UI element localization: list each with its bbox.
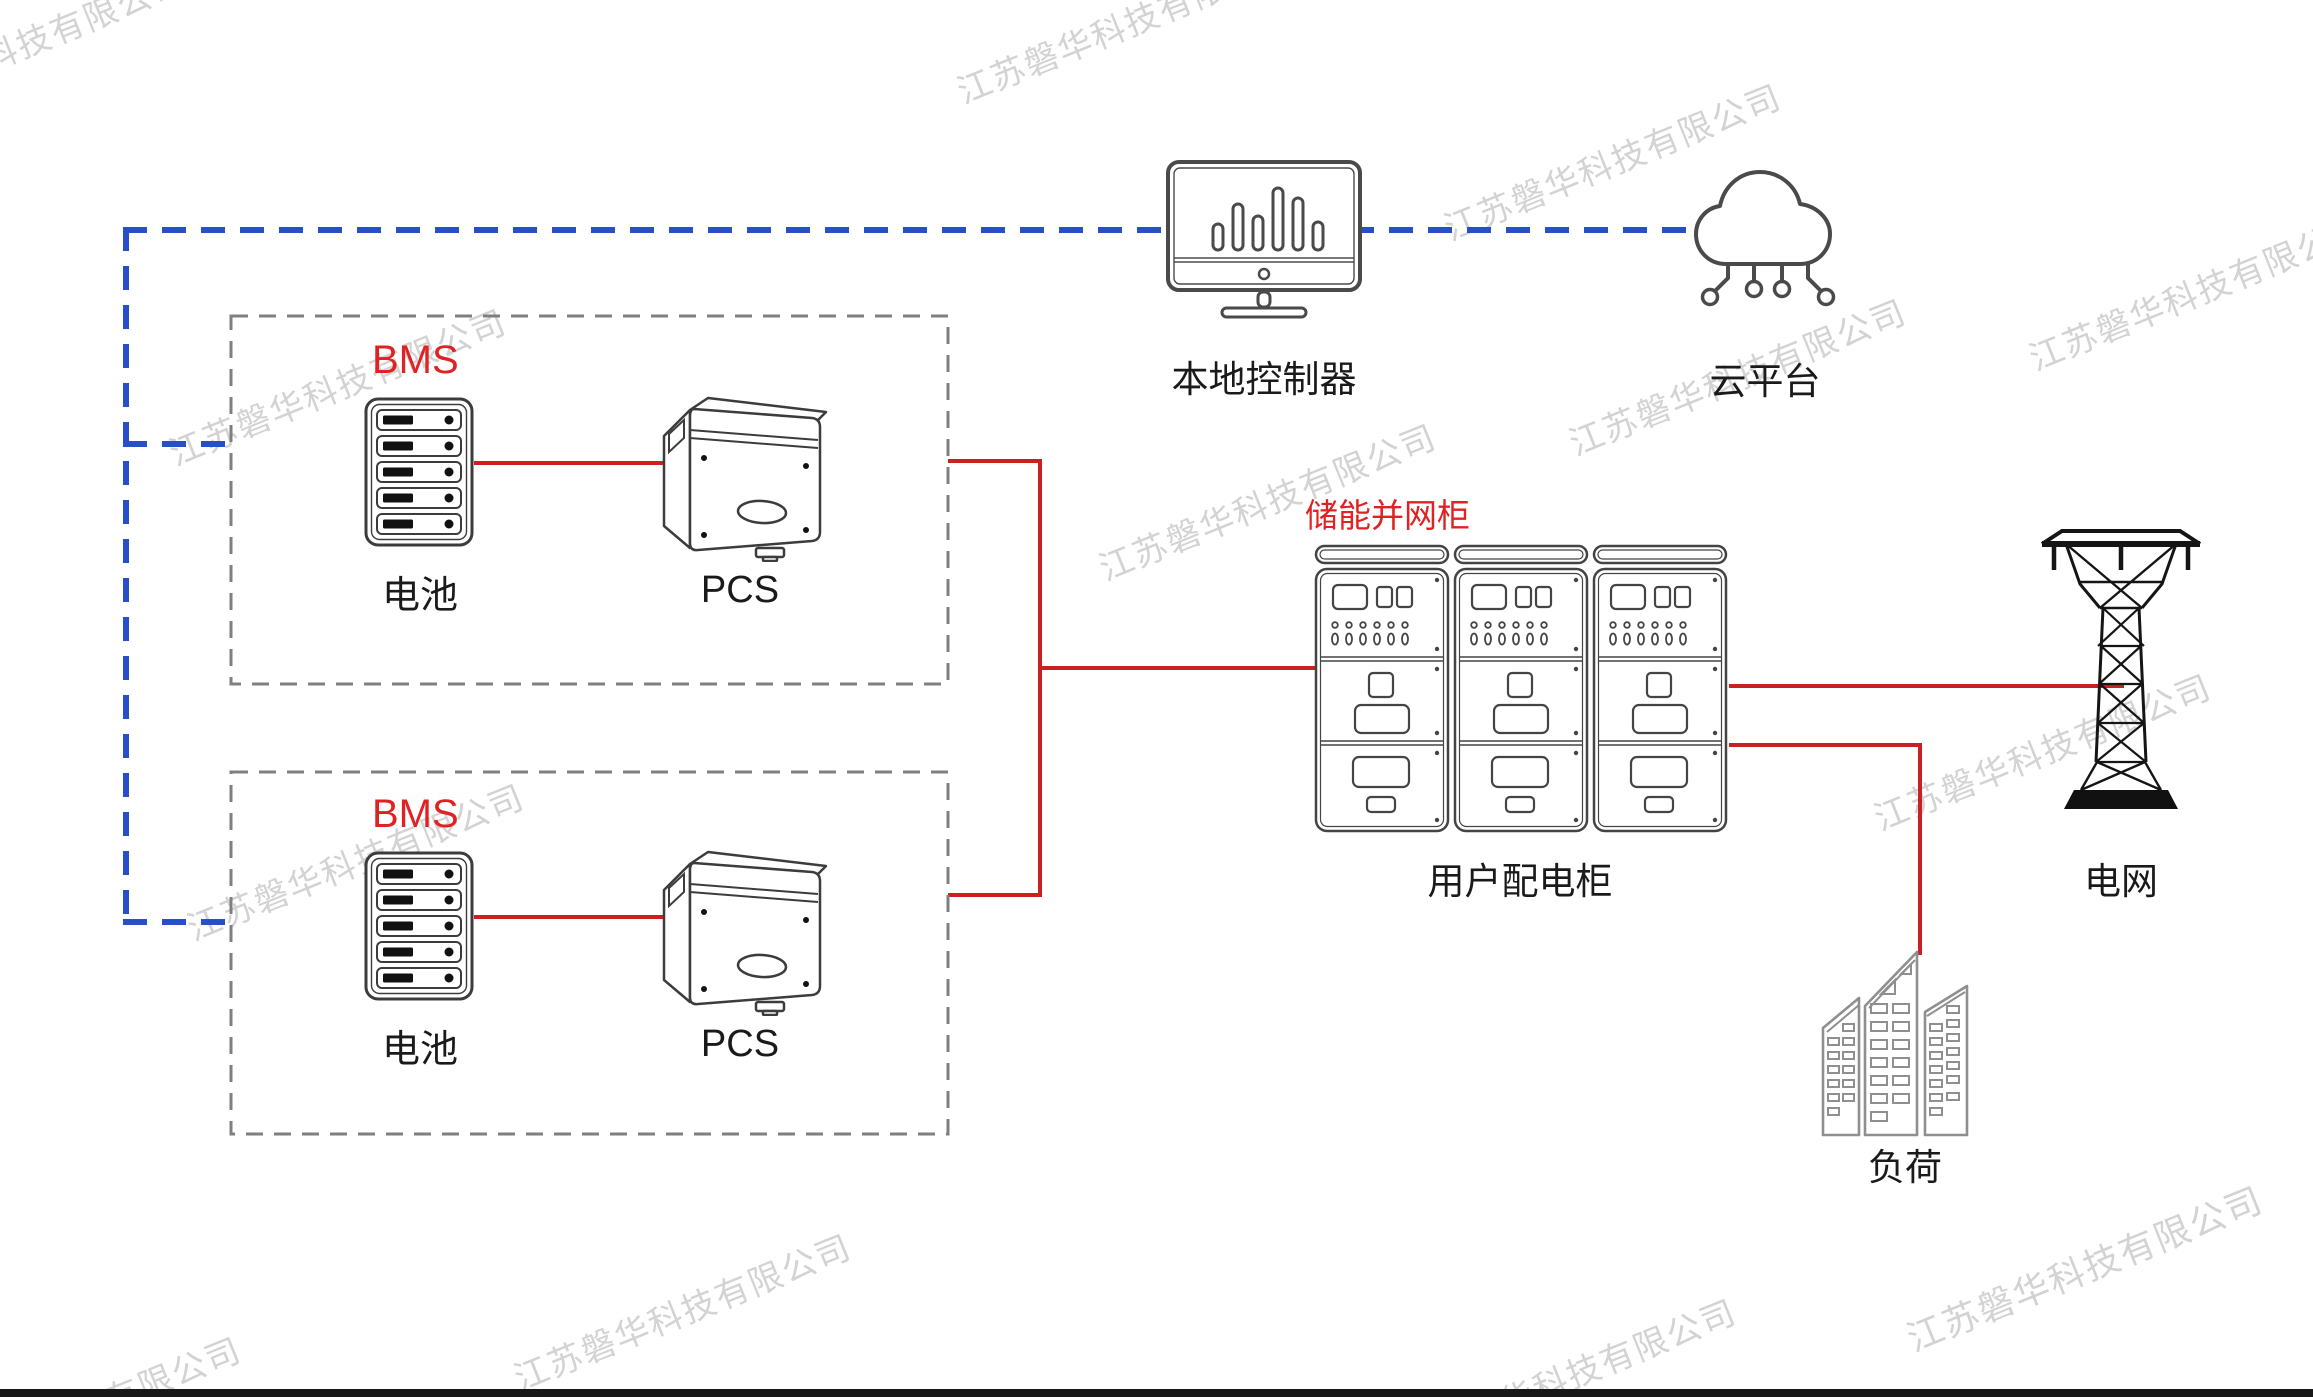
- bms-label-unit1: BMS: [372, 338, 459, 382]
- power-line-to-cabinet: [1038, 666, 1315, 670]
- comm-line-vertical: [123, 227, 129, 927]
- power-line-unit1-out: [948, 459, 1042, 463]
- pcs-label-unit1: PCS: [700, 569, 780, 611]
- watermark: 江苏磐华科技有限公司: [2024, 208, 2313, 379]
- cloud-platform-label: 云平台: [1709, 361, 1821, 402]
- storage-grid-cabinet-label: 储能并网柜: [1305, 497, 1470, 534]
- power-line-battery2-pcs2: [474, 915, 666, 919]
- battery-label-unit1: 电池: [381, 575, 458, 617]
- watermark: 江苏磐华科技有限公司: [1394, 1293, 1743, 1397]
- grid-label: 电网: [2084, 861, 2158, 902]
- watermark: 江苏磐华科技有限公司: [0, 1323, 248, 1397]
- pcs-inverter-icon: [650, 826, 830, 1016]
- battery-label-unit2: 电池: [381, 1029, 458, 1071]
- battery-unit2-box: [229, 770, 950, 1136]
- comm-line-controller-cloud: [1350, 227, 1700, 233]
- bms-label-unit2: BMS: [372, 792, 459, 836]
- power-line-unit2-out: [948, 893, 1042, 897]
- power-line-battery1-pcs1: [474, 461, 666, 465]
- cloud-platform-icon: [1688, 156, 1838, 318]
- battery-rack-icon: [363, 850, 475, 1002]
- watermark: 江苏磐华科技有限公司: [509, 1228, 858, 1397]
- load-label: 负荷: [1868, 1147, 1942, 1188]
- user-distribution-cabinet-label: 用户配电柜: [1427, 861, 1613, 902]
- battery-unit1-box: [229, 314, 950, 686]
- cabinet-icon: [1452, 543, 1590, 835]
- power-line-junction: [1038, 459, 1042, 897]
- local-controller-monitor-icon: [1164, 158, 1364, 320]
- comm-branch-unit2: [123, 919, 233, 925]
- power-line-load-drop: [1918, 743, 1922, 955]
- cabinet-icon: [1591, 543, 1729, 835]
- watermark: 江苏磐华科技有限公司: [0, 0, 193, 134]
- watermark: 江苏磐华科技有限公司: [952, 0, 1301, 112]
- transmission-tower-icon: [2036, 522, 2206, 817]
- watermark: 江苏磐华科技有限公司: [1901, 1178, 2269, 1360]
- bottom-strip: [0, 1389, 2313, 1397]
- local-controller-label: 本地控制器: [1171, 359, 1357, 400]
- load-buildings-icon: [1815, 948, 1975, 1140]
- pcs-inverter-icon: [650, 372, 830, 562]
- pcs-label-unit2: PCS: [700, 1023, 780, 1065]
- comm-branch-unit1: [123, 441, 233, 447]
- battery-rack-icon: [363, 396, 475, 548]
- power-line-cabinet-load: [1729, 743, 1922, 747]
- comm-line-controller: [123, 227, 1178, 233]
- power-line-cabinet-grid: [1729, 684, 2124, 688]
- cabinet-icon: [1313, 543, 1451, 835]
